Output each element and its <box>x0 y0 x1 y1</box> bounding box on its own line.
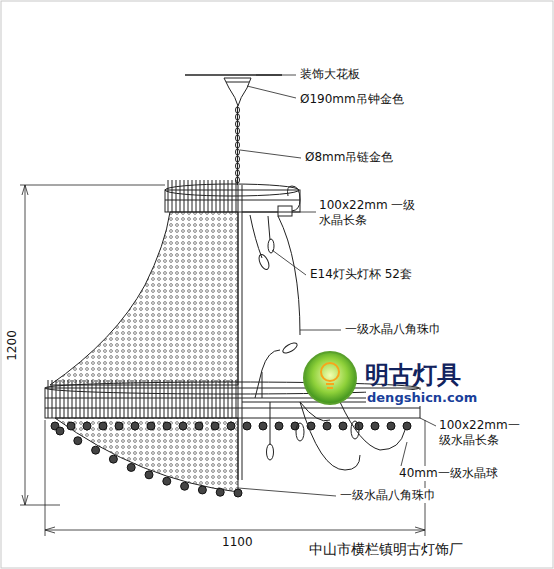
part-label: 100x22mm一 级水晶长条 <box>438 418 524 448</box>
logo-badge <box>304 352 356 404</box>
fixture <box>45 75 420 497</box>
leader-lines <box>238 75 436 496</box>
part-label: 一级水晶八角珠巾 <box>344 322 442 337</box>
part-label: 100x22mm 一级水晶长条 <box>318 198 420 228</box>
part-label: Ø8mm吊链金色 <box>304 150 394 165</box>
part-label: 装饰大花板 <box>299 67 361 82</box>
part-label: 40mm一级水晶球 <box>398 466 499 481</box>
footer-text: 中山市横栏镇明古灯饰厂 <box>308 541 464 559</box>
dimension-value: 1200 <box>5 329 20 362</box>
part-label: E14灯头灯杯 52套 <box>309 267 413 282</box>
logo-text: 明古灯具 <box>364 360 462 390</box>
logo-url: dengshicn.com <box>366 390 478 406</box>
part-label: Ø190mm吊钟金色 <box>299 92 405 107</box>
dimension-lines <box>20 185 425 536</box>
logo-bulb <box>321 363 339 388</box>
part-label: 一级水晶八角珠巾 <box>339 488 437 503</box>
dimension-value: 1100 <box>221 535 254 550</box>
